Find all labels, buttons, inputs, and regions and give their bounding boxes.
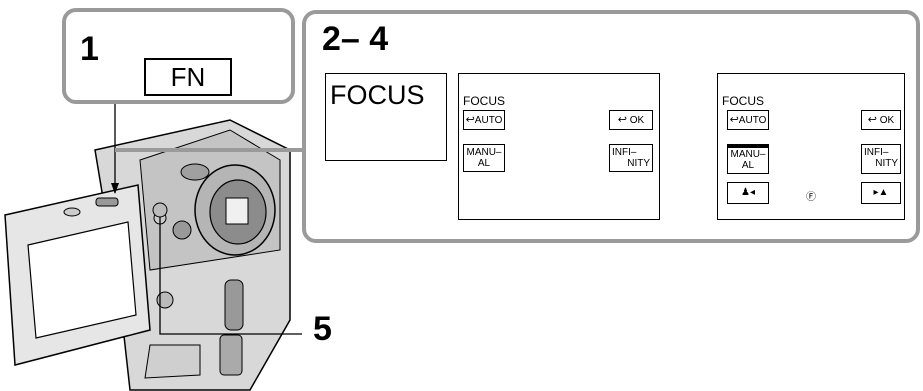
lcd2-ok-button[interactable]: ↩ OK (861, 110, 901, 130)
lcd2-near-button[interactable]: ♟◂ (727, 182, 769, 204)
person-near-icon: ♟◂ (741, 187, 755, 198)
lcd1-ok-button[interactable]: ↩ OK (609, 110, 653, 130)
focus-button-label: FOCUS (330, 80, 425, 110)
return-arrow-icon: ↩ (465, 114, 475, 126)
lcd2-far-button[interactable]: ▸▲ (861, 182, 901, 204)
lcd2-title: FOCUS (722, 94, 764, 108)
lcd1-infinity-button[interactable]: INFI– NITY (609, 144, 653, 172)
focus-button[interactable]: FOCUS (325, 73, 447, 161)
lcd1-auto-button[interactable]: ↩AUTO (463, 110, 505, 130)
lcd2-manual-button[interactable]: MANU– AL (727, 144, 769, 174)
manual-focus-indicator-icon: Ⓕ (806, 192, 816, 203)
lcd-screen-before: FOCUS ↩AUTO ↩ OK MANU– AL INFI– NITY (458, 73, 660, 220)
fn-button[interactable]: FN (144, 58, 232, 96)
lcd-screen-after: FOCUS ↩AUTO ↩ OK MANU– AL INFI– NITY ♟◂ … (717, 73, 905, 220)
steps-2-4-number: 2– 4 (322, 20, 389, 58)
lcd1-title: FOCUS (463, 94, 505, 108)
lcd2-infinity-button[interactable]: INFI– NITY (861, 144, 901, 174)
return-arrow-icon: ↩ (729, 114, 739, 126)
lcd2-auto-button[interactable]: ↩AUTO (727, 110, 769, 130)
return-arrow-icon: ↩ (617, 114, 627, 126)
step-1-number: 1 (80, 30, 99, 68)
mountain-far-icon: ▸▲ (873, 187, 889, 198)
lcd1-manual-button[interactable]: MANU– AL (463, 144, 505, 172)
return-arrow-icon: ↩ (867, 114, 877, 126)
fn-button-label: FN (170, 62, 206, 92)
step-5-number: 5 (313, 310, 332, 348)
